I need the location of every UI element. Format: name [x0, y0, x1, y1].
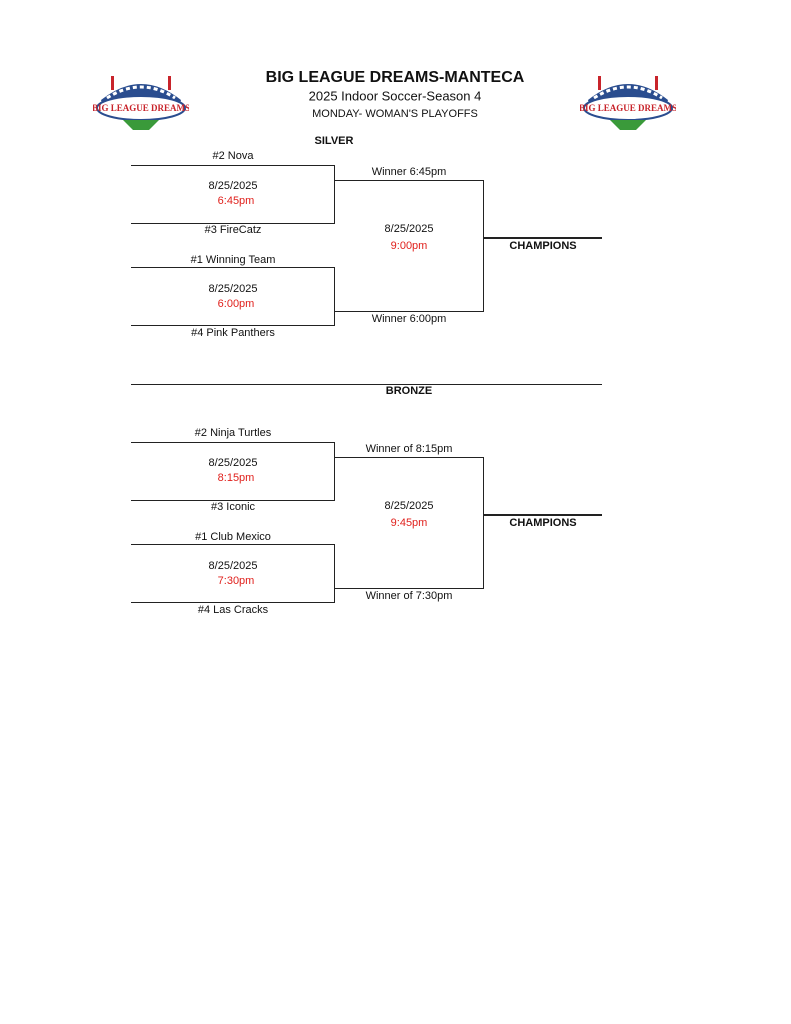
bracket-line: [335, 311, 483, 312]
bracket-line: [334, 267, 335, 326]
match-time: 9:00pm: [390, 240, 428, 252]
bracket-line: [483, 457, 484, 589]
team-name: #4 Las Cracks: [197, 604, 269, 616]
team-name: #2 Ninja Turtles: [194, 427, 272, 439]
bracket-line: [131, 500, 335, 501]
match-time: 7:30pm: [217, 575, 255, 587]
page-title: BIG LEAGUE DREAMS-MANTECA: [265, 69, 525, 86]
bracket-line: [483, 514, 602, 516]
winner-slot: Winner 6:00pm: [371, 313, 447, 325]
bracket-line: [334, 442, 335, 501]
bracket-line: [131, 165, 335, 166]
divider: [131, 384, 602, 385]
page-subtitle: 2025 Indoor Soccer-Season 4: [308, 88, 482, 104]
bracket-line: [131, 267, 335, 268]
match-date: 8/25/2025: [208, 457, 258, 469]
match-date: 8/25/2025: [384, 500, 434, 512]
silver-title: SILVER: [314, 135, 354, 147]
svg-text:BIG LEAGUE DREAMS: BIG LEAGUE DREAMS: [93, 103, 189, 113]
event-name: MONDAY- WOMAN'S PLAYOFFS: [312, 108, 478, 120]
bracket-line: [131, 442, 335, 443]
team-name: #4 Pink Panthers: [191, 327, 275, 339]
team-name: #3 Iconic: [210, 501, 256, 513]
bracket-line: [335, 588, 483, 589]
match-date: 8/25/2025: [208, 283, 258, 295]
champions-label: CHAMPIONS: [509, 240, 577, 252]
match-date: 8/25/2025: [384, 223, 434, 235]
svg-text:BIG LEAGUE DREAMS: BIG LEAGUE DREAMS: [580, 103, 676, 113]
match-time: 8:15pm: [217, 472, 255, 484]
bronze-title: BRONZE: [385, 385, 433, 397]
bracket-line: [131, 544, 335, 545]
bracket-line: [335, 180, 483, 181]
match-time: 6:00pm: [217, 298, 255, 310]
silver-bracket: #2 Nova 8/25/2025 6:45pm #3 FireCatz #1 Winn…: [0, 150, 791, 350]
team-name: #1 Winning Team: [190, 254, 276, 266]
bracket-line: [334, 544, 335, 603]
match-date: 8/25/2025: [208, 180, 258, 192]
winner-slot: Winner of 7:30pm: [365, 590, 453, 602]
match-time: 6:45pm: [217, 195, 255, 207]
bracket-line: [131, 325, 335, 326]
bracket-line: [334, 165, 335, 224]
team-name: #3 FireCatz: [204, 224, 262, 236]
match-time: 9:45pm: [390, 517, 428, 529]
bracket-line: [483, 180, 484, 312]
big-league-dreams-logo: BIG LEAGUE DREAMS: [93, 76, 189, 130]
big-league-dreams-logo: BIG LEAGUE DREAMS: [580, 76, 676, 130]
bronze-bracket: #2 Ninja Turtles 8/25/2025 8:15pm #3 Iconic…: [0, 427, 791, 627]
bracket-line: [131, 602, 335, 603]
team-name: #1 Club Mexico: [195, 531, 271, 543]
bracket-line: [131, 223, 335, 224]
winner-slot: Winner of 8:15pm: [365, 443, 453, 455]
champions-label: CHAMPIONS: [509, 517, 577, 529]
match-date: 8/25/2025: [208, 560, 258, 572]
winner-slot: Winner 6:45pm: [371, 166, 447, 178]
bracket-line: [335, 457, 483, 458]
bracket-line: [483, 237, 602, 239]
team-name: #2 Nova: [212, 150, 254, 162]
